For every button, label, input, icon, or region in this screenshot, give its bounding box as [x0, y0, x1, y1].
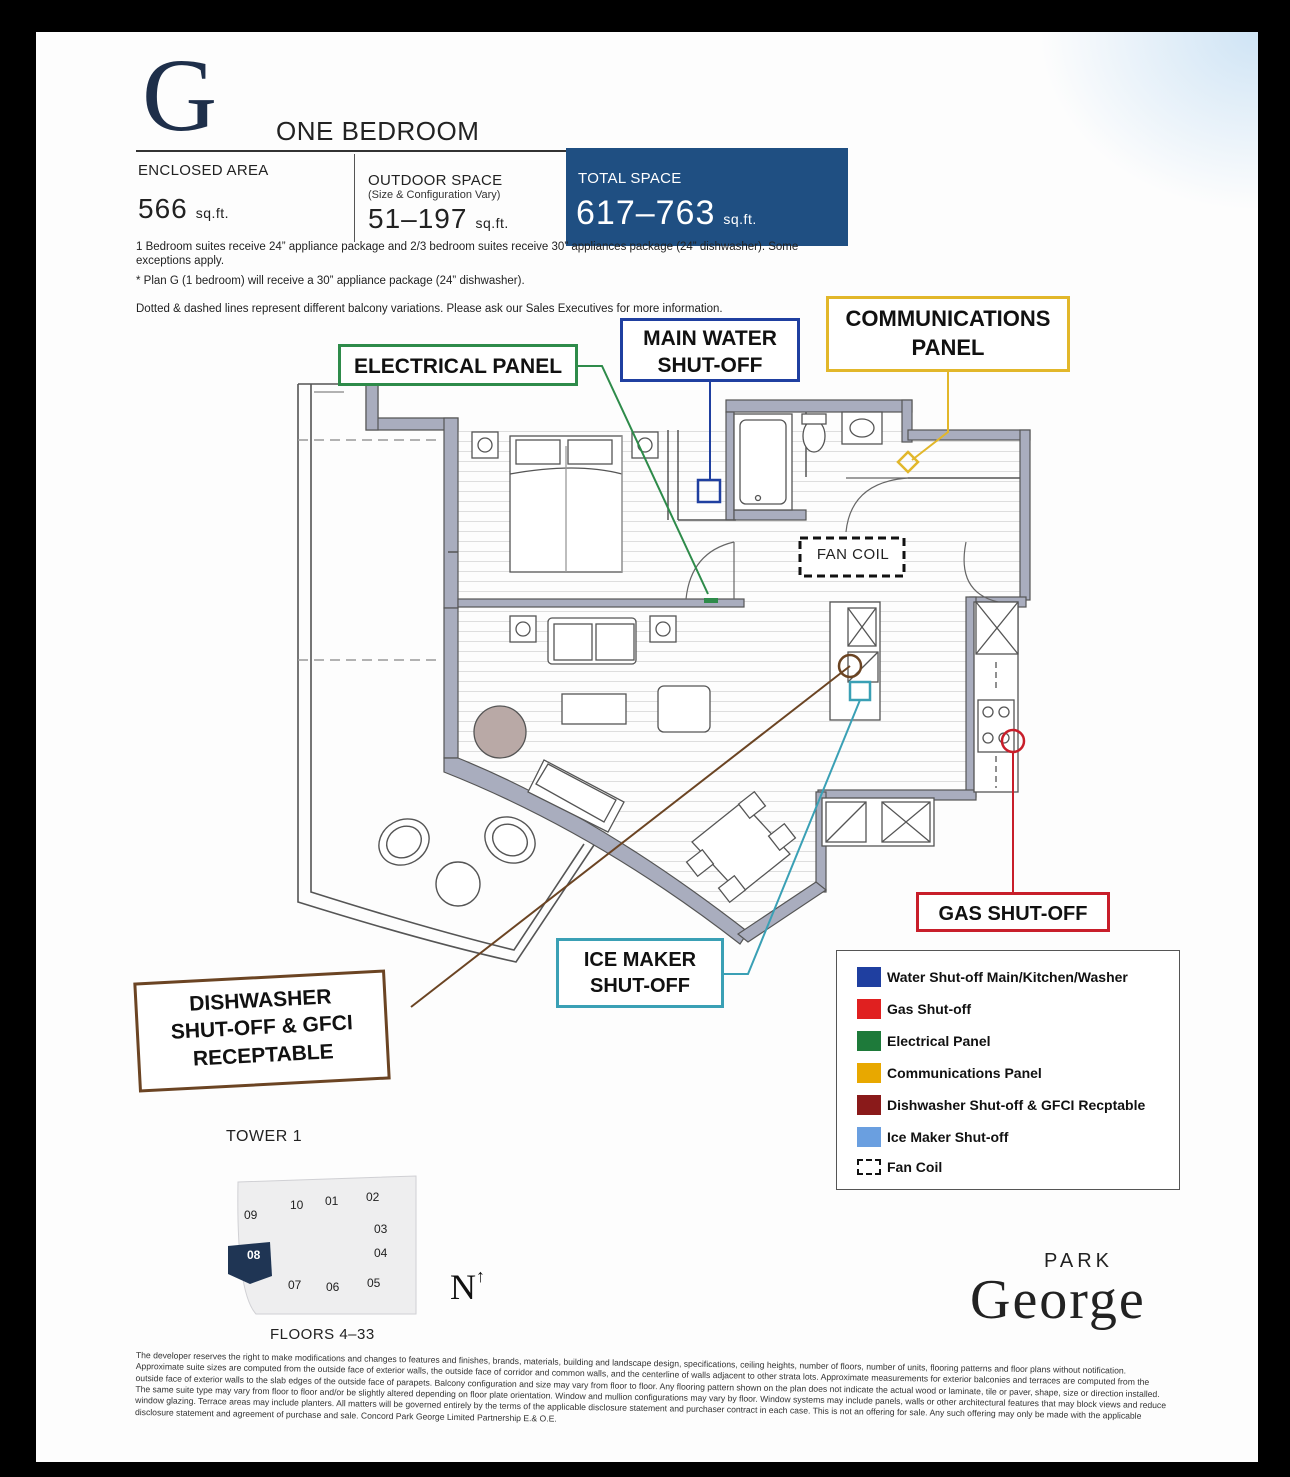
fan-coil-swatch [857, 1159, 881, 1175]
legend-item-dishwasher: Dishwasher Shut-off & GFCI Recptable [857, 1095, 1145, 1115]
north-arrow-icon: ↑ [476, 1266, 485, 1286]
suite-09: 09 [244, 1208, 258, 1222]
outdoor-sublabel: (Size & Configuration Vary) [368, 189, 501, 201]
dishwasher-marker [837, 653, 863, 679]
enclosed-area-label: ENCLOSED AREA [138, 162, 269, 179]
balcony-furniture [378, 816, 536, 907]
legend-item-communications: Communications Panel [857, 1063, 1042, 1083]
fan-coil-box [798, 536, 906, 578]
north-label: N [450, 1267, 476, 1307]
bathroom-fixtures [733, 411, 883, 511]
header-rule [136, 150, 846, 152]
legend-label-ice-maker: Ice Maker Shut-off [887, 1129, 1009, 1145]
enclosed-area-value: 566 sq.ft. [138, 193, 269, 225]
legend-item-fan-coil: Fan Coil [857, 1159, 942, 1175]
electrical-marker [704, 598, 718, 603]
suite-05: 05 [367, 1276, 381, 1290]
dishwasher-callout: DISHWASHER SHUT-OFF & GFCI RECEPTABLE [133, 969, 391, 1093]
suite-03: 03 [374, 1222, 388, 1236]
plan-type: ONE BEDROOM [276, 116, 480, 146]
total-unit: sq.ft. [723, 211, 757, 227]
total-value: 617–763 [576, 194, 716, 232]
kitchen-island [829, 601, 881, 721]
suite-07: 07 [288, 1278, 302, 1292]
outdoor-value-row: 51–197 sq.ft. [368, 203, 509, 235]
walls [365, 383, 1031, 945]
electrical-swatch [857, 1031, 881, 1051]
door-swings [685, 477, 999, 603]
brand-logo: George [970, 1269, 1146, 1331]
light-glare [1038, 32, 1258, 212]
legend-item-water: Water Shut-off Main/Kitchen/Washer [857, 967, 1128, 987]
header-divider [354, 154, 355, 242]
outdoor-label: OUTDOOR SPACE [368, 172, 503, 189]
legend-label-fan-coil: Fan Coil [887, 1159, 943, 1175]
brand-park: PARK [1044, 1250, 1113, 1272]
suite-02: 02 [366, 1190, 380, 1204]
suite-01: 01 [325, 1194, 339, 1208]
suite-08-highlight [228, 1242, 272, 1284]
gas-shutoff-callout: GAS SHUT-OFF [916, 892, 1110, 932]
communications-line1: COMMUNICATIONS [845, 306, 1051, 331]
bedroom-furniture [471, 431, 659, 573]
appliance-note: 1 Bedroom suites receive 24” appliance p… [136, 241, 799, 268]
communications-swatch [857, 1063, 881, 1083]
fan-coil-label: FAN COIL [816, 546, 890, 563]
floor-plan-sheet: G ONE BEDROOM ENCLOSED AREA 566 sq.ft. OU… [36, 32, 1258, 1462]
outdoor-value: 51–197 [368, 203, 468, 234]
balcony-outline [297, 383, 597, 963]
legend-item-gas: Gas Shut-off [857, 999, 971, 1019]
kitchen-counters [821, 601, 1019, 847]
balcony-note: Dotted & dashed lines represent differen… [136, 303, 723, 315]
enclosed-value: 566 [138, 193, 188, 224]
suite-04: 04 [374, 1246, 388, 1260]
main-water-line2: SHUT-OFF [657, 354, 763, 378]
water-swatch [857, 967, 881, 987]
main-water-line1: MAIN WATER [643, 327, 777, 350]
ice-maker-callout: ICE MAKER SHUT-OFF [556, 938, 724, 1008]
tower-label: TOWER 1 [226, 1128, 303, 1145]
outdoor-space: OUTDOOR SPACE (Size & Configuration Vary… [368, 172, 509, 235]
suite-08: 08 [247, 1248, 261, 1262]
communications-line2: PANEL [911, 334, 985, 360]
electrical-panel-callout: ELECTRICAL PANEL [338, 344, 578, 386]
suite-10: 10 [290, 1198, 304, 1212]
legend-label-dishwasher: Dishwasher Shut-off & GFCI Recptable [887, 1097, 1146, 1113]
dining-furniture [685, 790, 797, 904]
dishwasher-swatch [857, 1095, 881, 1115]
floor-plan-drawing [297, 365, 1031, 1008]
ice-maker-line2: SHUT-OFF [590, 975, 690, 997]
north-arrow: N↑ [450, 1266, 485, 1308]
floors-label: FLOORS 4–33 [270, 1326, 375, 1343]
total-value-row: 617–763 sq.ft. [576, 194, 757, 233]
legend-label-gas: Gas Shut-off [887, 1001, 971, 1017]
ice-maker-line1: ICE MAKER [583, 949, 697, 971]
main-water-callout: MAIN WATER SHUT-OFF [620, 318, 800, 382]
outdoor-unit: sq.ft. [475, 215, 509, 231]
plan-g-note: * Plan G (1 bedroom) will receive a 30” … [136, 275, 525, 287]
electrical-panel-text: ELECTRICAL PANEL [353, 355, 563, 378]
living-room-furniture [473, 615, 711, 833]
suite-06: 06 [326, 1280, 340, 1294]
enclosed-area: ENCLOSED AREA 566 sq.ft. [138, 162, 269, 225]
legend-label-electrical: Electrical Panel [887, 1033, 991, 1049]
legend-label-water: Water Shut-off Main/Kitchen/Washer [887, 969, 1128, 985]
enclosed-unit: sq.ft. [195, 205, 230, 221]
legend-item-ice-maker: Ice Maker Shut-off [857, 1127, 1008, 1147]
total-space-box: TOTAL SPACE 617–763 sq.ft. [566, 148, 848, 246]
gas-swatch [857, 999, 881, 1019]
legend: Water Shut-off Main/Kitchen/Washer Gas S… [836, 950, 1180, 1190]
leader-lines [410, 365, 1014, 1008]
ice-maker-swatch [857, 1127, 881, 1147]
key-plan [228, 1175, 417, 1315]
gas-shutoff-text: GAS SHUT-OFF [938, 903, 1088, 925]
communications-callout: COMMUNICATIONS PANEL [826, 296, 1070, 372]
legend-label-communications: Communications Panel [887, 1065, 1042, 1081]
plan-letter: G [142, 38, 218, 153]
legend-item-electrical: Electrical Panel [857, 1031, 991, 1051]
total-label: TOTAL SPACE [578, 170, 682, 187]
